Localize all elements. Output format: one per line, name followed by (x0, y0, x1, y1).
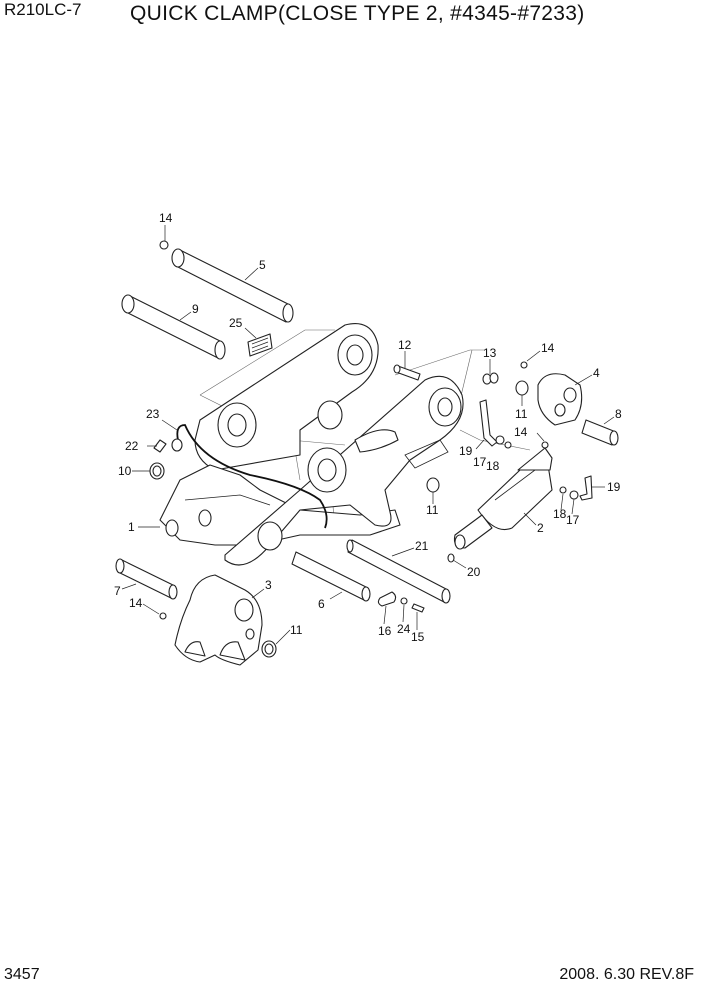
callout-9: 9 (192, 302, 199, 316)
part-15-bolt (411, 603, 425, 613)
callout-14: 14 (159, 211, 173, 225)
callout-17: 17 (473, 455, 487, 469)
callout-6: 6 (318, 597, 325, 611)
part-9-pin (121, 294, 226, 360)
part-19-hose-lower (559, 475, 593, 501)
callout-2: 2 (537, 521, 544, 535)
part-21-rod (346, 539, 451, 604)
callout-11: 11 (515, 407, 528, 421)
page-number: 3457 (4, 966, 40, 983)
part-11-ring-middle (426, 477, 440, 493)
model-code: R210LC-7 (4, 0, 82, 19)
callout-20: 20 (467, 565, 481, 579)
callout-18: 18 (553, 507, 567, 521)
callout-3: 3 (265, 578, 272, 592)
callout-14: 14 (541, 341, 555, 355)
callout-13: 13 (483, 346, 497, 360)
frame-front-plate (224, 375, 464, 566)
part-7-pin (115, 558, 178, 600)
part-16-plate (377, 591, 397, 607)
callout-23: 23 (146, 407, 160, 421)
part-5-pin (171, 248, 294, 323)
callout-12: 12 (398, 338, 412, 352)
page-title: QUICK CLAMP(CLOSE TYPE 2, #4345-#7233) (130, 2, 585, 25)
part-14-grease-fitting (159, 240, 169, 250)
callout-24: 24 (397, 622, 411, 636)
part-10-snap-ring (149, 462, 165, 480)
part-11-ring-lower (261, 640, 277, 658)
frame-back-plate (194, 323, 379, 471)
callout-7: 7 (114, 584, 121, 598)
part-6-pin (291, 551, 371, 602)
callout-22: 22 (125, 439, 139, 453)
callout-10: 10 (118, 464, 132, 478)
callout-21: 21 (415, 539, 429, 553)
callout-16: 16 (378, 624, 392, 638)
callout-4: 4 (593, 366, 600, 380)
callout-1: 1 (128, 520, 135, 534)
callout-18: 18 (486, 459, 500, 473)
callout-5: 5 (259, 258, 266, 272)
part-3-hook (159, 574, 263, 666)
leader-lines (121, 225, 615, 645)
quick-clamp-drawing (115, 225, 619, 666)
callout-8: 8 (615, 407, 622, 421)
part-11-ring-upper (515, 380, 529, 396)
part-25-label-plate (247, 333, 273, 357)
callout-15: 15 (411, 630, 425, 644)
callout-14: 14 (514, 425, 528, 439)
part-13-fitting (482, 372, 499, 385)
part-12-bolt (393, 364, 421, 381)
part-22-clip (153, 439, 167, 453)
part-8-pin (581, 419, 619, 446)
callout-25: 25 (229, 316, 243, 330)
part-19-hose-upper (479, 399, 512, 449)
callout-17: 17 (566, 513, 580, 527)
callout-19: 19 (607, 480, 621, 494)
callout-14: 14 (129, 596, 143, 610)
callout-11: 11 (426, 503, 439, 517)
part-23-wire (171, 424, 328, 529)
callout-19: 19 (459, 444, 473, 458)
callout-11: 11 (290, 623, 303, 637)
revision-date: 2008. 6.30 REV.8F (559, 966, 694, 983)
part-4-bracket (520, 361, 583, 426)
part-1-frame-base (159, 464, 401, 546)
part-20-pin (447, 553, 455, 563)
part-24-washer (400, 597, 408, 605)
callout-labels: 14 5 9 25 12 13 14 4 11 8 23 22 10 19 17… (114, 211, 622, 644)
part-2-cylinder (453, 441, 553, 550)
